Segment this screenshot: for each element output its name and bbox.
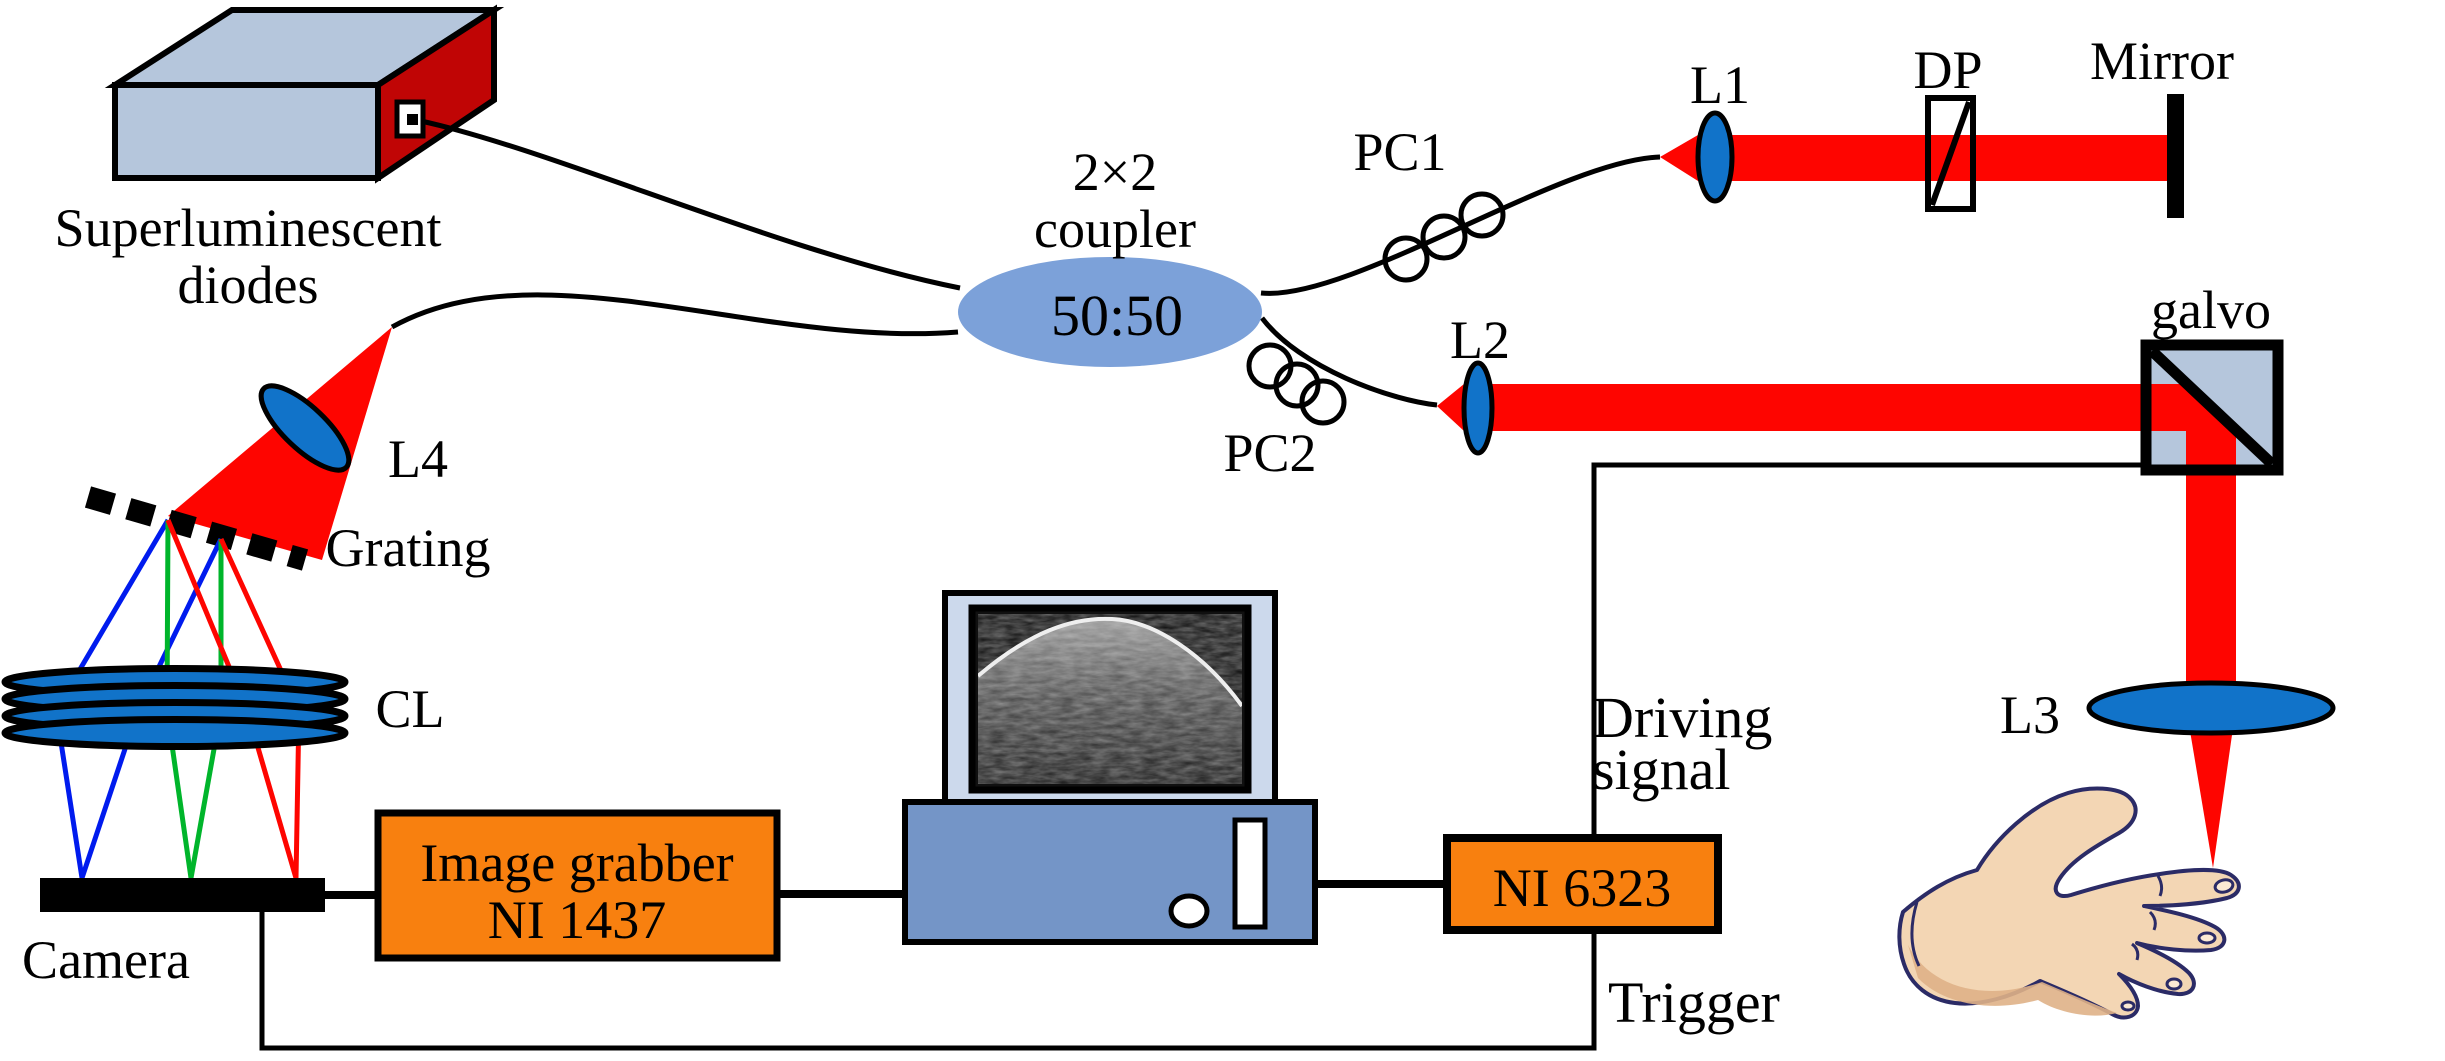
wire-trigger (259, 910, 1597, 1051)
image-grabber-label-line1: Image grabber (420, 833, 733, 893)
l2-label: L2 (1450, 310, 1510, 370)
dp-label: DP (1913, 40, 1982, 100)
l1-label: L1 (1690, 55, 1750, 115)
beam-reference (1660, 135, 2167, 181)
fiber-coupler-to-l1 (1260, 154, 1661, 296)
oct-bscan-image (978, 614, 1242, 784)
cylindrical-lens-stack-icon (1, 665, 349, 750)
beam-sample-horizontal (1437, 384, 2237, 431)
coupler-label-line2: coupler (1034, 199, 1196, 259)
cl-label: CL (375, 679, 444, 739)
drive-slot-icon (1232, 817, 1268, 930)
daq-box (1443, 834, 1722, 934)
optical-fibers (390, 118, 1661, 408)
power-button-icon (1168, 893, 1210, 929)
coupler-label-line1: 2×2 (1073, 142, 1157, 202)
fingernail-index (2213, 878, 2235, 894)
sld-label-line2: diodes (178, 255, 319, 315)
fiber-coupler-icon (958, 257, 1262, 367)
fiber-coupler-to-spectrometer (390, 292, 959, 337)
mirror-icon (2167, 94, 2184, 218)
lens-l3-icon (2086, 680, 2336, 736)
polarization-controller-2-icon (1246, 342, 1347, 426)
reference-arm-assembly (1660, 94, 2184, 218)
fingernail-pinky (2120, 1000, 2136, 1012)
driving-signal-label-line2: signal (1592, 737, 1731, 802)
sld-source-box (104, 4, 505, 184)
labels: Superluminescent diodes 2×2 coupler 50:5… (22, 31, 2271, 1035)
line-camera-icon (40, 878, 325, 912)
coupler-ratio: 50:50 (1051, 283, 1183, 348)
sld-side-face (112, 82, 381, 181)
signal-wires (259, 462, 2146, 1051)
fingernail-middle (2197, 931, 2217, 945)
spectrometer-assembly (1, 327, 392, 912)
fiber-sld-to-coupler (420, 118, 961, 291)
lens-l4-icon (258, 383, 352, 473)
l4-label: L4 (388, 429, 448, 489)
beam-to-grating (168, 327, 392, 560)
diffraction-grating-icon (84, 486, 309, 571)
hand-shading (1908, 945, 2117, 1016)
l3-label: L3 (2000, 685, 2060, 745)
sld-fiber-port-core (407, 114, 418, 125)
sld-label-line1: Superluminescent (55, 198, 442, 258)
fiber-coupler-to-l2 (1260, 316, 1438, 408)
daq-label: NI 6323 (1493, 858, 1671, 918)
computer (902, 590, 1318, 945)
beam-sample-vertical (2186, 385, 2236, 707)
mirror-label: Mirror (2090, 31, 2234, 91)
image-grabber-label-line2: NI 1437 (488, 890, 666, 950)
galvo-label: galvo (2151, 280, 2271, 340)
hand-outline (1897, 786, 2241, 1020)
polarization-controller-1-icon (1382, 191, 1506, 283)
camera-label: Camera (22, 930, 190, 990)
trigger-label: Trigger (1608, 970, 1780, 1035)
pc2-label: PC2 (1223, 423, 1316, 483)
lens-l1-icon (1695, 110, 1735, 204)
hand-sample (1897, 786, 2241, 1020)
pc1-label: PC1 (1353, 122, 1446, 182)
hand-creases (1910, 875, 2164, 967)
driving-signal-label-line1: Driving (1592, 685, 1772, 750)
fingernail-ring (2165, 977, 2183, 991)
sample-arm-assembly (1437, 339, 2336, 1020)
beam-focus-cone (2186, 707, 2236, 868)
lens-l2-icon (1461, 360, 1495, 456)
wire-driving-signal (1591, 462, 2146, 840)
image-grabber-box (374, 809, 781, 962)
galvo-frame-icon (2140, 339, 2284, 476)
galvo-mirror-diagonal (2148, 346, 2276, 469)
dispersion-prism-icon (1925, 95, 1976, 212)
grating-label: Grating (326, 518, 491, 578)
